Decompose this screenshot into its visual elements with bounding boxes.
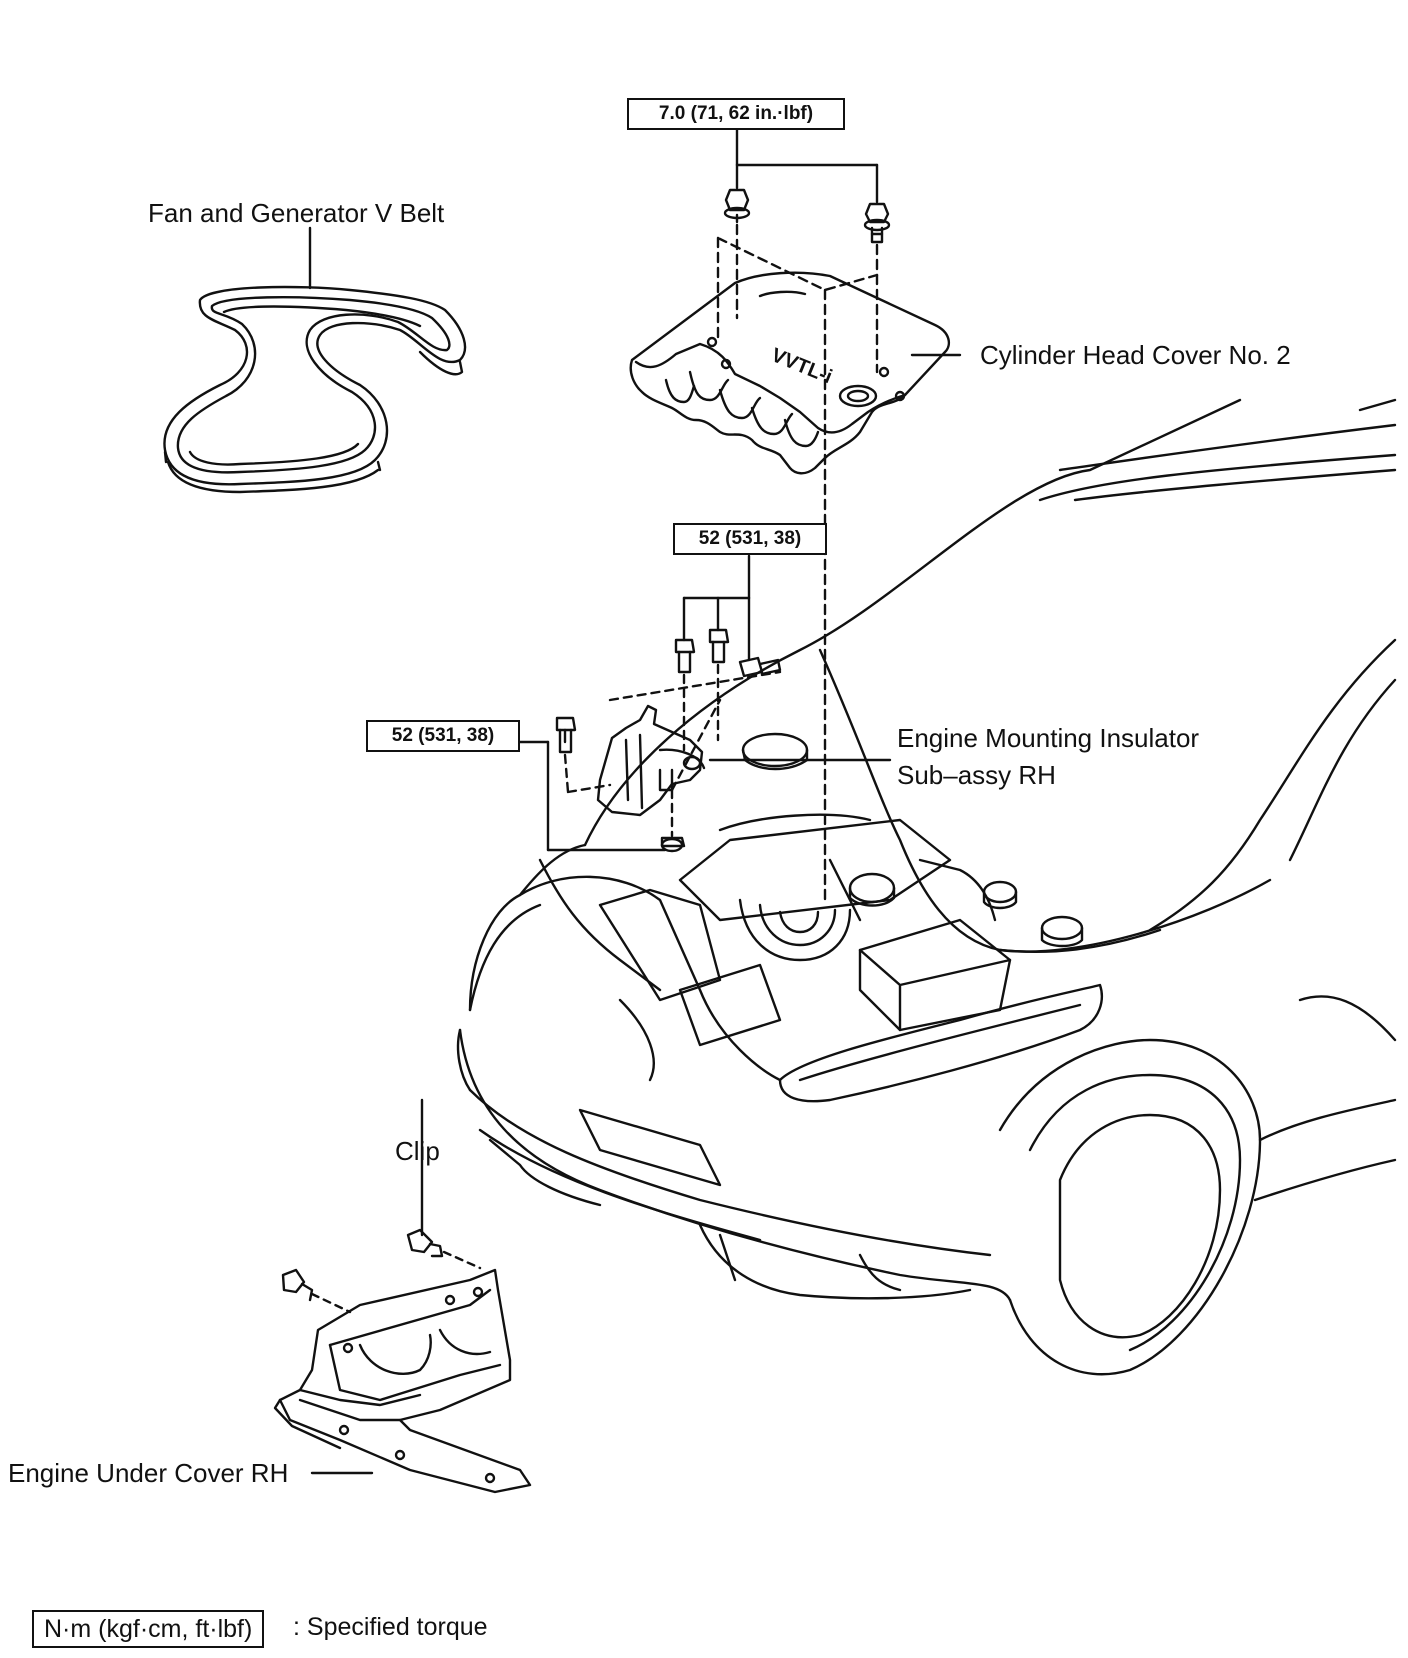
clip-drawing — [406, 1228, 444, 1258]
legend-unit-box: N·m (kgf·cm, ft·lbf) — [32, 1610, 265, 1648]
car-body-drawing — [456, 398, 1397, 1376]
cover-bolt — [863, 202, 891, 244]
clip-label: Clip — [395, 1136, 440, 1166]
torque-box-mount-upper: 52 (531, 38) — [673, 523, 827, 555]
engine-under-cover-drawing — [273, 1268, 532, 1494]
fan-belt-label: Fan and Generator V Belt — [148, 198, 445, 228]
mount-bolt-2 — [708, 628, 730, 664]
cover-assembly-lines — [716, 223, 879, 902]
legend-description: : Specified torque — [293, 1613, 488, 1641]
v-belt-drawing — [163, 285, 467, 494]
engine-mount-label-line1: Engine Mounting Insulator — [897, 723, 1200, 753]
mount-bolt-4 — [555, 716, 577, 754]
under-cover-assembly-lines — [310, 1250, 482, 1314]
engine-mount-drawing — [596, 704, 706, 853]
mount-bolt-3 — [738, 656, 782, 678]
mount-bolt-1 — [674, 638, 696, 674]
mount-assembly-lines — [563, 663, 782, 838]
under-cover-bolt — [281, 1268, 314, 1302]
cover-nut — [723, 188, 751, 224]
cylinder-head-cover-drawing — [629, 271, 951, 475]
torque-box-cover-bolts: 7.0 (71, 62 in.·lbf) — [627, 98, 845, 130]
cover-torque-leader — [735, 121, 879, 204]
under-cover-label: Engine Under Cover RH — [8, 1458, 289, 1488]
torque-box-mount-lower: 52 (531, 38) — [366, 720, 520, 752]
mount-upper-torque-leader — [682, 554, 751, 662]
cylinder-head-cover-label: Cylinder Head Cover No. 2 — [980, 340, 1291, 370]
engine-mount-label-line2: Sub–assy RH — [897, 760, 1056, 790]
